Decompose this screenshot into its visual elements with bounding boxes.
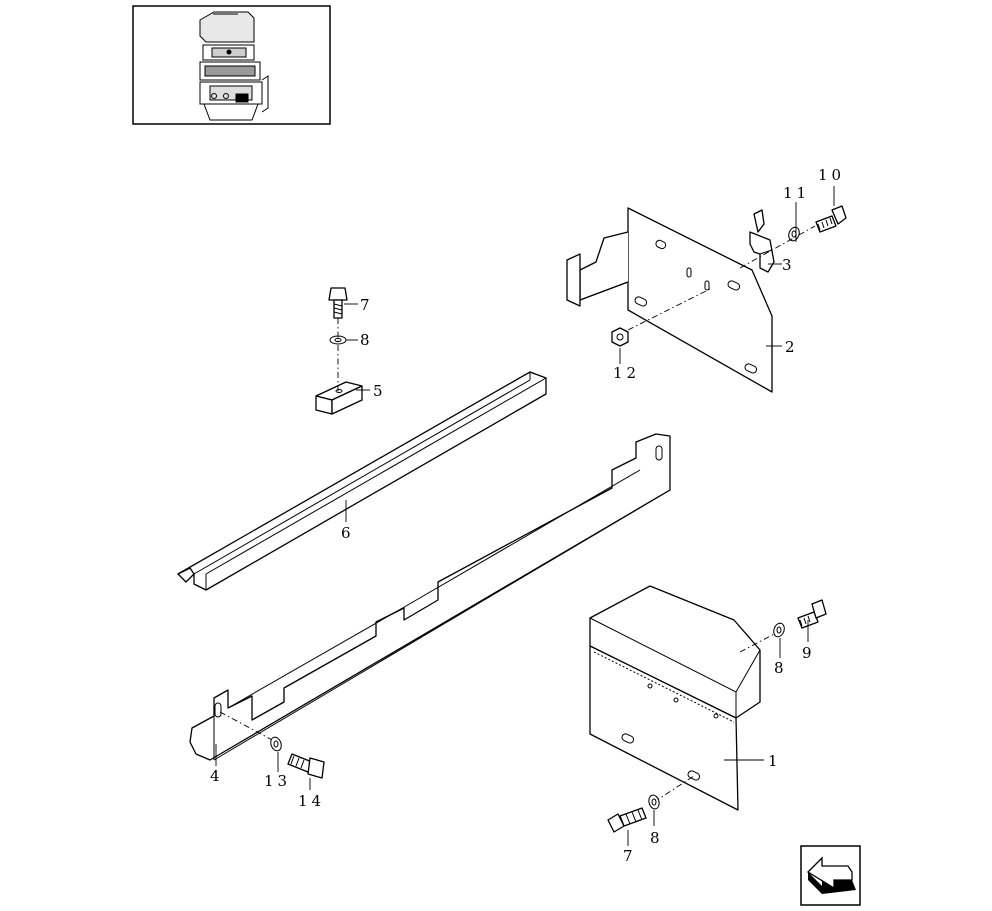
part-8-washer-lower: [648, 794, 660, 810]
callout-2: 2: [785, 338, 799, 356]
part-7-bolt-lower: [607, 807, 647, 833]
part-12-nut: [611, 327, 629, 347]
callout-5: 5: [373, 382, 387, 400]
thumbnail-machine-sketch: [199, 11, 269, 121]
callout-3: 3: [782, 256, 796, 274]
callout-13: 13: [264, 772, 291, 790]
callout-9: 9: [802, 644, 816, 662]
part-7-bolt-top: [328, 287, 348, 319]
callout-14: 14: [298, 792, 325, 810]
centerline-1-lower: [653, 775, 695, 803]
part-11-washer: [788, 226, 800, 242]
callout-6: 6: [341, 524, 355, 542]
part-3-clip: [749, 209, 775, 273]
centerline-4: [219, 711, 277, 743]
part-14-bolt: [287, 753, 325, 779]
callout-8-lower: 8: [650, 829, 664, 847]
callout-labels: 1 2 3 4 5 6 7 7 8 8 8 9 10 11 12 13 14: [210, 166, 845, 865]
part-1-cover: [589, 585, 761, 811]
callout-11: 11: [783, 184, 810, 202]
callout-8-top: 8: [360, 331, 374, 349]
callout-7-top: 7: [360, 296, 374, 314]
callout-4: 4: [210, 767, 224, 785]
callout-7-lower: 7: [623, 847, 637, 865]
part-9-bolt: [797, 599, 827, 629]
centerline-10: [739, 225, 816, 269]
return-arrow-icon[interactable]: [800, 845, 861, 906]
part-13-washer: [270, 736, 282, 752]
part-8-washer-right: [773, 622, 785, 638]
callout-1: 1: [768, 752, 782, 770]
callout-12: 12: [613, 364, 640, 382]
machine-location-thumbnail[interactable]: [132, 5, 331, 125]
part-6-channel: [177, 371, 547, 591]
part-5-block: [315, 381, 363, 415]
part-4-rail: [189, 433, 671, 761]
centerline-12: [627, 287, 713, 331]
leader-lines: [215, 186, 835, 846]
callout-10: 10: [818, 166, 845, 184]
callout-8-right: 8: [774, 659, 788, 677]
part-2-bracket-plate: [566, 207, 773, 393]
part-10-bolt: [815, 205, 847, 233]
